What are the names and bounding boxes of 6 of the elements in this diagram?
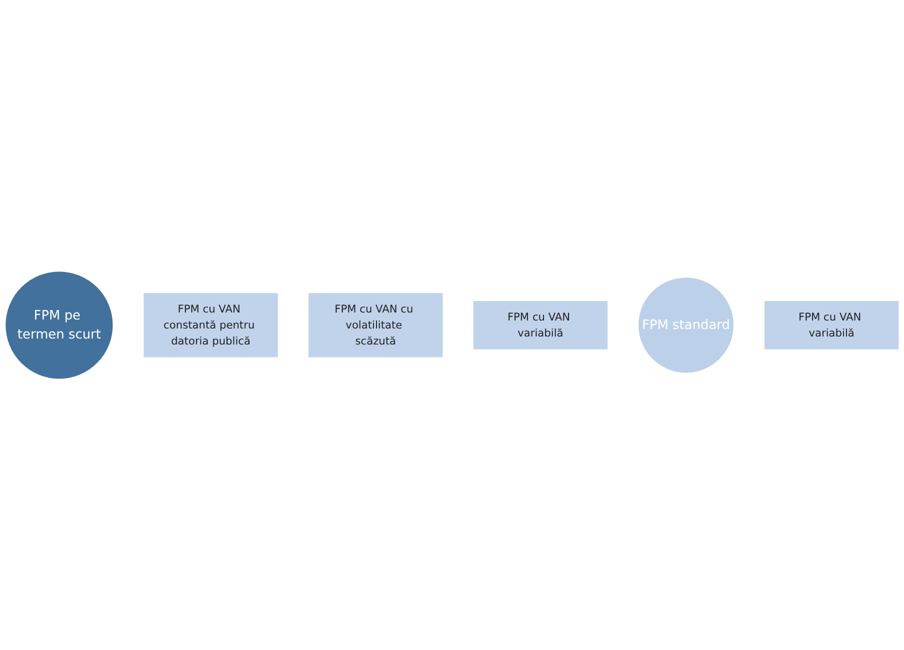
node-circle: FPM standard — [636, 276, 736, 374]
node-circle: FPM pe termen scurt — [4, 270, 115, 380]
node-box: FPM cu VAN constantă pentru datoria publică — [142, 292, 280, 358]
node-box: FPM cu VAN variabilă — [472, 300, 609, 350]
node-box: FPM cu VAN cu volatilitate scăzută — [307, 292, 444, 358]
node-box: FPM cu VAN variabilă — [763, 300, 900, 350]
